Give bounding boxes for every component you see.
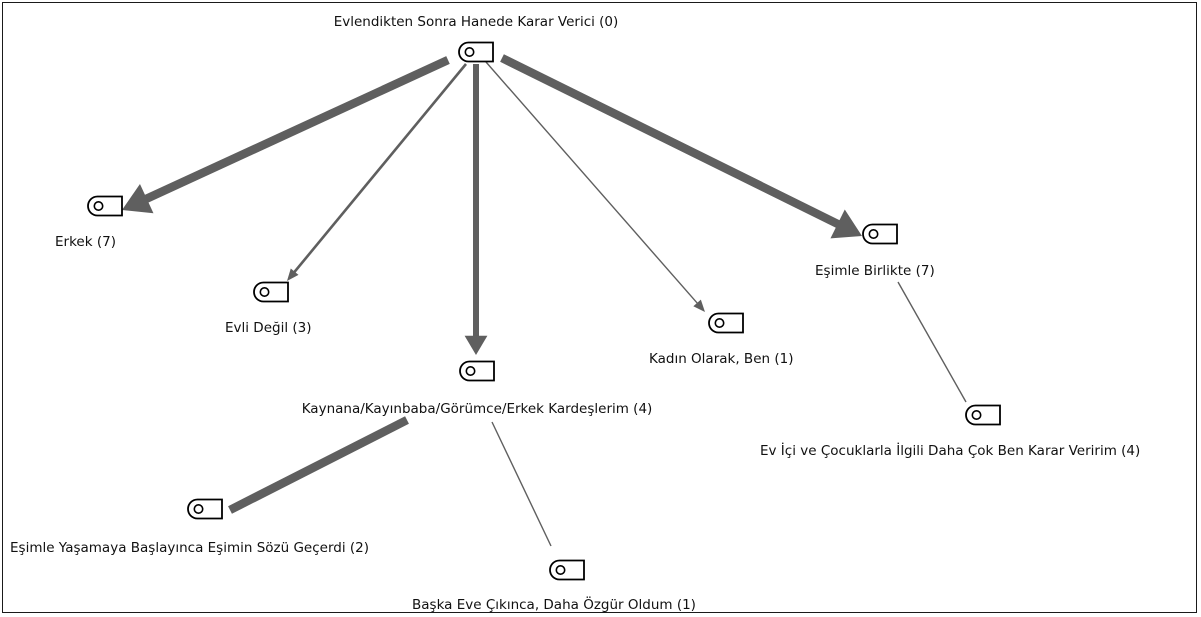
node-label: Eşimle Birlikte (7)	[815, 263, 935, 279]
edge-arrowhead	[287, 268, 299, 281]
code-tag-icon	[708, 312, 744, 334]
node-evli[interactable]: Evli Değil (3)	[225, 281, 312, 337]
node-root[interactable]: Evlendikten Sonra Hanede Karar Verici (0…	[334, 14, 619, 63]
edge-arrowhead	[693, 299, 705, 312]
node-label: Eşimle Yaşamaya Başlayınca Eşimin Sözü G…	[10, 540, 369, 556]
edge-line	[491, 421, 552, 547]
code-tag-icon	[87, 195, 123, 217]
node-kadin[interactable]: Kadın Olarak, Ben (1)	[649, 312, 793, 368]
code-tag-icon	[187, 498, 223, 520]
node-esimle[interactable]: Eşimle Birlikte (7)	[815, 223, 935, 280]
code-tag-icon	[965, 404, 1001, 426]
edge-line	[500, 54, 844, 230]
node-label: Evlendikten Sonra Hanede Karar Verici (0…	[334, 14, 619, 30]
node-ev[interactable]: Ev İçi ve Çocuklarla İlgili Daha Çok Ben…	[760, 404, 1140, 460]
code-tag-icon	[458, 41, 494, 63]
edge-esimle-ev	[897, 281, 967, 403]
edge-line	[228, 416, 409, 514]
edge-kaynana-yasama	[228, 416, 409, 514]
node-label: Ev İçi ve Çocuklarla İlgili Daha Çok Ben…	[760, 441, 1140, 459]
code-tag-icon	[862, 223, 898, 245]
edge-kaynana-baska	[491, 421, 552, 547]
node-yasama[interactable]: Eşimle Yaşamaya Başlayınca Eşimin Sözü G…	[10, 498, 369, 557]
edge-root-evli	[287, 63, 468, 281]
edge-root-kaynana	[464, 64, 488, 355]
node-baska[interactable]: Başka Eve Çıkınca, Daha Özgür Oldum (1)	[412, 559, 696, 614]
node-label: Kadın Olarak, Ben (1)	[649, 351, 793, 367]
edge-root-kadin	[485, 61, 705, 312]
edge-arrowhead	[464, 335, 488, 355]
code-tag-icon	[253, 281, 289, 303]
code-tag-icon	[459, 360, 495, 382]
node-label: Erkek (7)	[55, 234, 116, 250]
edges	[122, 54, 967, 547]
edge-arrowhead	[122, 183, 154, 214]
node-label: Evli Değil (3)	[225, 320, 312, 336]
code-tag-icon	[549, 559, 585, 581]
edge-line	[485, 61, 699, 305]
edge-line	[897, 281, 967, 403]
edge-arrowhead	[830, 209, 862, 239]
edge-line	[292, 63, 468, 274]
edge-root-esimle	[500, 54, 862, 239]
node-label: Başka Eve Çıkınca, Daha Özgür Oldum (1)	[412, 595, 696, 613]
node-erkek[interactable]: Erkek (7)	[55, 195, 123, 251]
edge-line	[141, 56, 450, 205]
node-kaynana[interactable]: Kaynana/Kayınbaba/Görümce/Erkek Kardeşle…	[302, 360, 653, 418]
edge-root-erkek	[122, 56, 450, 214]
node-label: Kaynana/Kayınbaba/Görümce/Erkek Kardeşle…	[302, 401, 653, 417]
nodes: Evlendikten Sonra Hanede Karar Verici (0…	[10, 14, 1140, 613]
